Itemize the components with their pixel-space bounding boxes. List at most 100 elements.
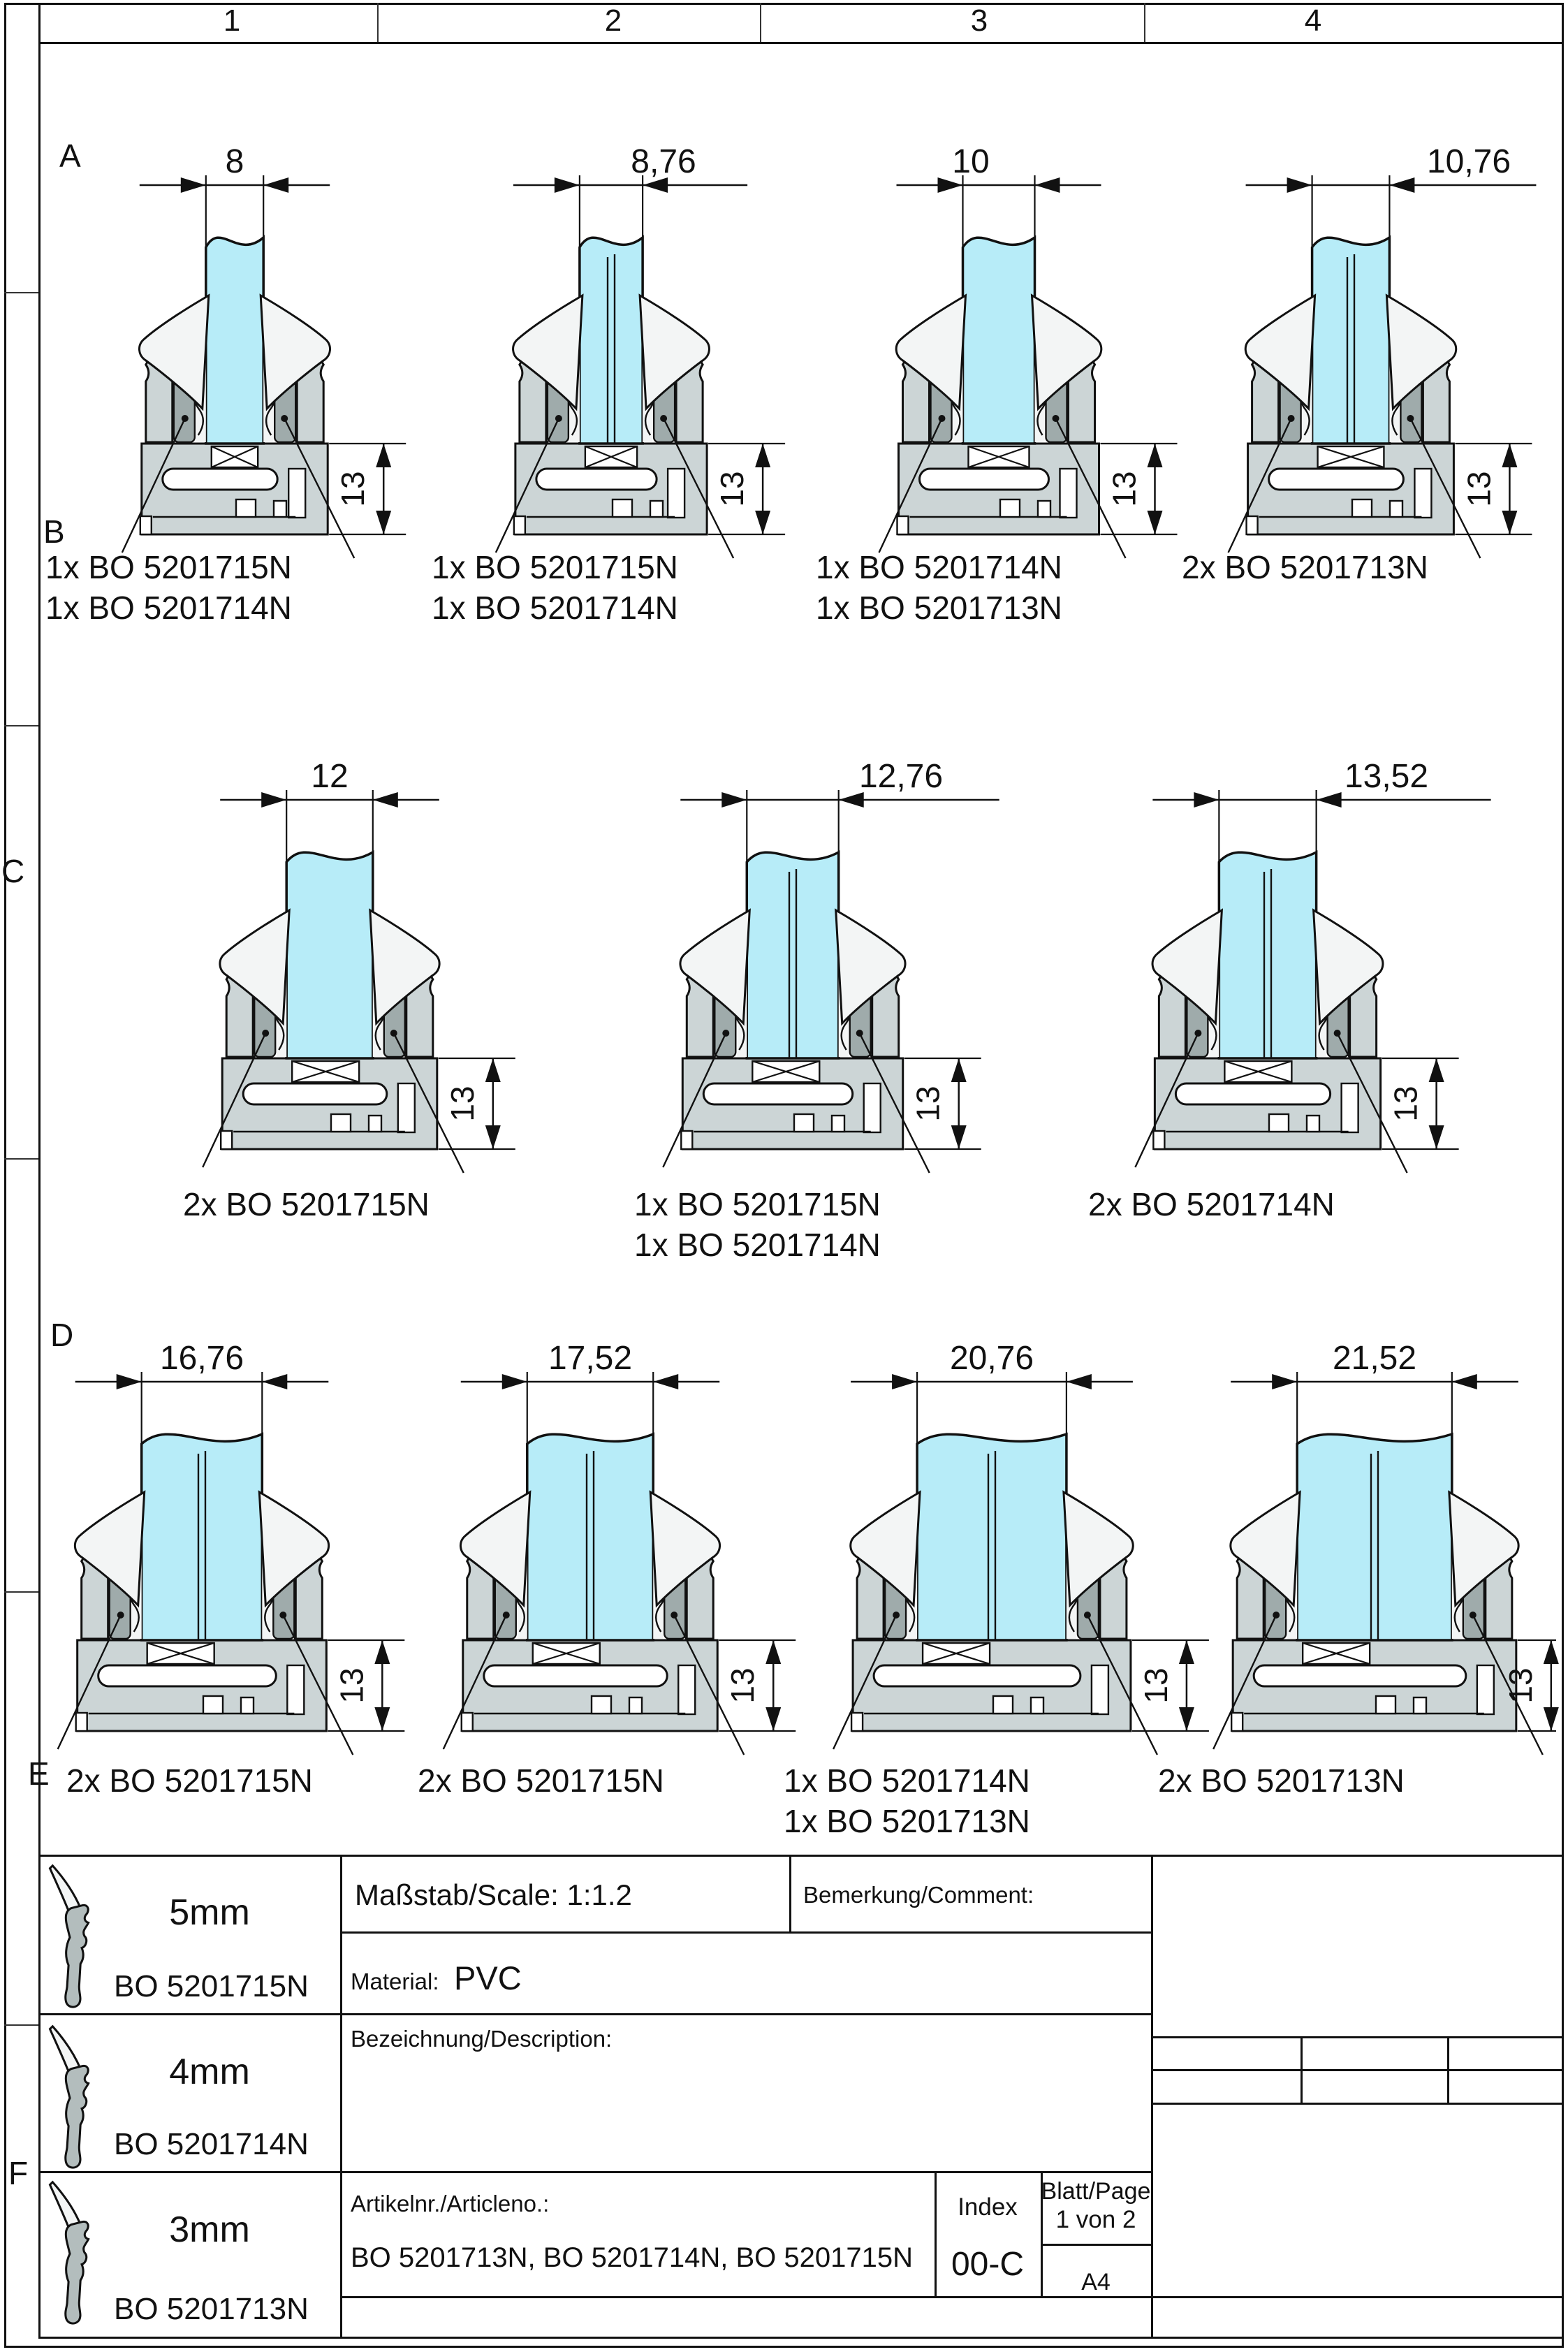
wing-gasket — [219, 908, 291, 1026]
glass-pane — [1217, 850, 1318, 1060]
col-label-3: 3 — [970, 3, 988, 38]
glass-pane — [916, 1432, 1068, 1642]
height-dimension-label: 13 — [1502, 1667, 1539, 1703]
gasket-profile-icon — [48, 2024, 90, 2169]
height-dimension-label: 13 — [1388, 1086, 1424, 1121]
leader-line — [442, 1614, 507, 1750]
tb-line — [340, 2296, 1562, 2298]
tb-line — [38, 2013, 1151, 2015]
height-dimension-label: 13 — [1138, 1667, 1174, 1703]
base-channel — [97, 1664, 277, 1688]
frame-top — [4, 3, 1564, 5]
leader-line — [57, 1614, 122, 1750]
col-tick — [1144, 3, 1145, 42]
part-label: 1x BO 5201715N — [432, 549, 678, 585]
col-label-1: 1 — [223, 3, 241, 38]
glass-pane — [1296, 1432, 1453, 1642]
part-label: 2x BO 5201714N — [1088, 1186, 1335, 1222]
part-label: 1x BO 5201714N — [45, 590, 292, 626]
legend-code-3mm: BO 5201713N — [114, 2292, 309, 2326]
part-label: 1x BO 5201715N — [634, 1186, 881, 1222]
material-label: Material: — [351, 1968, 439, 1994]
row-label-E: E — [28, 1755, 50, 1792]
wing-gasket — [1312, 908, 1384, 1026]
col-label-2: 2 — [604, 3, 622, 38]
base-channel — [483, 1664, 668, 1688]
row-tick — [4, 2024, 38, 2026]
row-tick — [4, 1591, 38, 1593]
legend-size-4mm: 4mm — [169, 2052, 250, 2092]
row-label-B: B — [43, 513, 65, 550]
tb-line — [1041, 2244, 1151, 2246]
width-dimension-label: 12,76 — [859, 758, 943, 795]
wing-gasket — [138, 293, 210, 411]
glass-pane — [205, 235, 265, 445]
wing-gasket — [1385, 293, 1458, 411]
part-label: 1x BO 5201715N — [45, 549, 292, 585]
glass-pane — [140, 1432, 264, 1642]
legend-size-3mm: 3mm — [169, 2209, 250, 2250]
col-label-4: 4 — [1304, 3, 1322, 38]
part-label: 1x BO 5201714N — [432, 590, 678, 626]
row-tick — [4, 1158, 38, 1160]
leader-line — [1227, 418, 1292, 553]
height-dimension-label: 13 — [910, 1086, 946, 1121]
height-dimension-label: 13 — [333, 1667, 369, 1703]
row-label-D: D — [50, 1317, 74, 1353]
gasket-profile-icon — [48, 2180, 90, 2325]
material-value: PVC — [454, 1959, 522, 1996]
part-label: 2x BO 5201715N — [418, 1762, 664, 1799]
wing-gasket — [1030, 293, 1103, 411]
tb-line — [340, 1931, 1151, 1934]
width-dimension-label: 8,76 — [631, 143, 696, 180]
legend-code-5mm: BO 5201715N — [114, 1969, 309, 2003]
leader-line — [121, 418, 186, 553]
leader-line — [1212, 1614, 1277, 1750]
glass-pane — [1310, 235, 1391, 445]
tb-line — [1447, 2036, 1449, 2103]
width-dimension-label: 12 — [311, 758, 348, 795]
part-label: 2x BO 5201713N — [1182, 549, 1428, 585]
margin-line-top — [38, 42, 1562, 44]
base-channel — [872, 1664, 1082, 1688]
comment-label: Bemerkung/Comment: — [803, 1882, 1034, 1908]
base-channel — [1174, 1082, 1332, 1106]
scale-label: Maßstab/Scale: 1:1.2 — [355, 1878, 632, 1911]
articleno-value: BO 5201713N, BO 5201714N, BO 5201715N — [351, 2242, 913, 2273]
profile-C2: 12,76 13 1x BO 5201715N 1x BO 5201714N — [634, 758, 999, 1263]
height-dimension-label: 13 — [335, 471, 371, 506]
wing-gasket — [258, 1490, 330, 1608]
wing-gasket — [649, 1490, 721, 1608]
wing-gasket — [259, 293, 331, 411]
tb-line — [38, 1855, 1562, 1857]
leader-line — [662, 1032, 727, 1168]
tb-line — [1151, 2036, 1562, 2038]
width-dimension-label: 10,76 — [1427, 143, 1511, 180]
part-label: 1x BO 5201714N — [634, 1227, 881, 1263]
width-dimension-label: 21,52 — [1333, 1340, 1416, 1377]
wing-gasket — [679, 908, 751, 1026]
row-label-A: A — [59, 138, 81, 174]
wing-gasket — [895, 293, 967, 411]
part-label: 1x BO 5201713N — [816, 590, 1062, 626]
glass-pane — [285, 849, 374, 1060]
format-label: A4 — [1081, 2269, 1111, 2295]
page-value: 1 von 2 — [1055, 2206, 1136, 2233]
leader-line — [202, 1032, 267, 1168]
height-dimension-label: 13 — [1460, 471, 1497, 506]
tb-line — [1151, 1855, 1153, 2337]
glass-pane — [526, 1432, 654, 1642]
glass-pane — [578, 235, 644, 445]
wing-gasket — [638, 293, 710, 411]
wing-gasket — [460, 1490, 532, 1608]
part-label: 2x BO 5201715N — [183, 1186, 430, 1222]
tb-line — [935, 2171, 937, 2296]
wing-gasket — [1062, 1490, 1134, 1608]
